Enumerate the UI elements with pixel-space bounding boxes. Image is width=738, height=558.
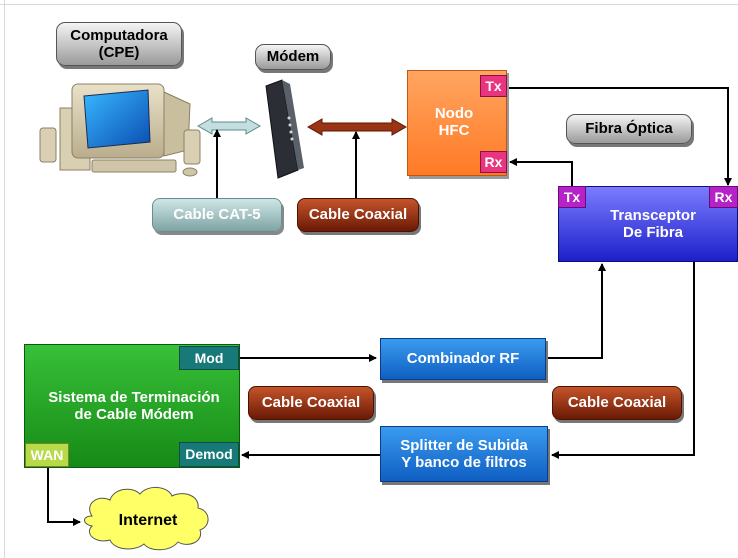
rf-combiner-box: Combinador RF <box>380 338 546 380</box>
frame-left-line <box>4 0 5 558</box>
fiber-downstream-connector <box>507 87 732 186</box>
modem-led-4 <box>290 137 294 141</box>
cmts-mod-port: Mod <box>179 346 239 370</box>
transceiver-label: Transceptor De Fibra <box>610 206 696 241</box>
upstream-splitter-box: Splitter de Subida Y banco de filtros <box>380 426 548 482</box>
coax-label-left: Cable Coaxial <box>248 386 374 420</box>
cmts-label: Sistema de Terminación de Cable Módem <box>48 388 220 423</box>
transceiver-tx-port: Tx <box>558 186 586 208</box>
hfc-node: Nodo HFC Tx Rx <box>407 70 507 176</box>
coax-label-right: Cable Coaxial <box>552 386 682 420</box>
wan-to-internet-connector <box>47 468 81 526</box>
hfc-rx-port: Rx <box>480 151 507 173</box>
fiber-transceiver: Transceptor De Fibra Tx Rx <box>558 186 738 262</box>
modem-led-1 <box>287 116 291 120</box>
cmts-demod-port: Demod <box>179 442 239 467</box>
cat5-double-arrow <box>196 117 262 135</box>
cmts-box: Sistema de Terminación de Cable Módem Mo… <box>24 344 240 468</box>
mouse-shape <box>182 167 198 177</box>
computer-label: Computadora (CPE) <box>56 22 182 66</box>
internet-label: Internet <box>118 511 178 529</box>
combiner-to-transceiver-connector <box>546 263 606 359</box>
fiber-upstream-connector <box>509 158 573 186</box>
modem-label: Módem <box>255 44 331 70</box>
transceiver-rx-port: Rx <box>709 186 738 208</box>
modem-led-2 <box>288 123 292 127</box>
modem-side-shape <box>282 80 304 170</box>
frame-top-line <box>0 4 738 5</box>
transceiver-to-splitter-connector <box>551 262 695 459</box>
hfc-tx-port: Tx <box>480 75 507 97</box>
screen-shape <box>83 89 151 149</box>
speaker-left-shape <box>39 127 57 163</box>
coax-double-arrow <box>306 118 408 136</box>
cat5-label: Cable CAT-5 <box>152 198 282 232</box>
keyboard-shape <box>91 159 177 173</box>
cmts-wan-port: WAN <box>25 443 69 467</box>
fiber-label: Fibra Óptica <box>566 114 692 144</box>
modem-icon <box>265 79 304 179</box>
coax-label: Cable Coaxial <box>297 198 419 232</box>
computer-icon <box>39 83 201 177</box>
internet-cloud-shape <box>84 487 209 551</box>
hfc-node-label: Nodo HFC <box>434 104 474 139</box>
speaker-right-shape <box>183 129 201 165</box>
modem-led-3 <box>289 130 293 134</box>
